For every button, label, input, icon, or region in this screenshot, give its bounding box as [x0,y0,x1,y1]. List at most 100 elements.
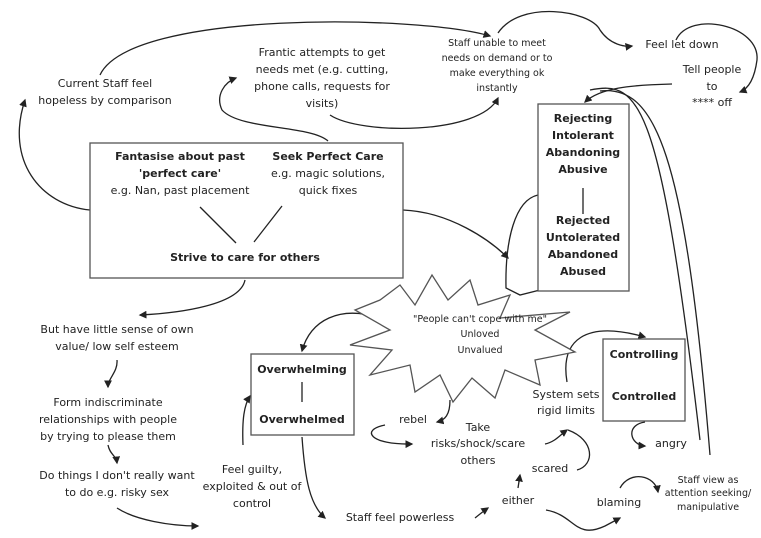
arrow-guilty-to-overwhelming [242,394,251,446]
arrow-blaming-to-staff-view [619,476,661,494]
overwhelming-text: Overwhelming [257,363,347,376]
svg-text:hopeless by comparison: hopeless by comparison [38,94,171,107]
svg-text:quick fixes: quick fixes [299,184,358,197]
svg-text:Tell people: Tell people [682,63,742,76]
svg-text:Form indiscriminate: Form indiscriminate [53,396,162,409]
blaming-text: blaming [597,496,642,509]
take-risks-text: Take risks/shock/scare others [431,421,525,467]
scared-text: scared [532,462,569,475]
perfect-care-box [89,142,404,279]
arrow-let-down-to-tell [675,23,758,94]
svg-text:Take: Take [465,421,491,434]
svg-text:risks/shock/scare: risks/shock/scare [431,437,525,450]
tell-people-text: Tell people to **** off [682,63,742,109]
current-staff-text: Current Staff feel hopeless by compariso… [38,77,171,107]
angry-text: angry [655,437,687,450]
svg-text:Abusive: Abusive [558,163,607,176]
staff-powerless-text: Staff feel powerless [346,511,455,524]
svg-text:others: others [460,454,495,467]
overwhelmed-text: Overwhelmed [259,413,344,426]
svg-text:to: to [706,80,717,93]
arrow-box-to-low-esteem [138,279,246,319]
svg-text:phone calls, requests for: phone calls, requests for [254,80,390,93]
arrow-star-to-rebel [435,399,451,425]
svg-text:manipulative: manipulative [677,502,739,513]
arrow-box-to-current-staff [18,98,91,211]
svg-text:Intolerant: Intolerant [552,129,614,142]
svg-text:attention seeking/: attention seeking/ [665,488,752,499]
fantasise-text: Fantasise about past 'perfect care' e.g.… [111,150,250,197]
arrow-staff-unable-to-let-down [497,10,634,51]
svg-text:Rejecting: Rejecting [554,112,612,125]
svg-text:Abandoning: Abandoning [546,146,620,159]
svg-text:e.g. Nan, past placement: e.g. Nan, past placement [111,184,250,197]
arrow-form-to-do-things [107,444,121,465]
arrow-system-to-controlling [565,330,647,383]
arrow-rebel-to-take-risks [370,424,414,449]
svg-text:'perfect care': 'perfect care' [139,167,221,180]
svg-text:needs on demand or to: needs on demand or to [442,53,553,64]
svg-text:Current Staff feel: Current Staff feel [58,77,152,90]
staff-view-text: Staff view as attention seeking/ manipul… [665,475,752,513]
arrow-current-staff-to-staff-unable [99,21,492,76]
connectors [18,10,758,531]
svg-text:Staff view as: Staff view as [678,475,739,486]
svg-text:Seek Perfect Care: Seek Perfect Care [272,150,383,163]
star-text: "People can't cope with me" Unloved Unva… [413,314,547,356]
rejecting-text: Rejecting Intolerant Abandoning Abusive … [546,112,620,278]
svg-text:relationships with people: relationships with people [39,413,177,426]
feel-guilty-text: Feel guilty, exploited & out of control [203,463,303,510]
arrow-low-esteem-to-form [104,359,118,389]
svg-text:exploited & out of: exploited & out of [203,480,303,493]
arrow-powerless-to-either [474,507,490,519]
staff-unable-text: Staff unable to meet needs on demand or … [442,38,553,94]
arrow-controlled-to-angry [631,421,647,450]
controlled-text: Controlled [612,390,677,403]
low-esteem-text: But have little sense of own value/ low … [40,323,193,353]
svg-text:But have little sense of own: But have little sense of own [40,323,193,336]
svg-text:Frantic attempts to get: Frantic attempts to get [259,46,386,59]
arrow-either-to-scared [515,473,523,489]
arrow-rejected-to-star [505,194,541,296]
controlling-text: Controlling [610,348,679,361]
arrow-take-risks-to-system [544,429,569,445]
arrow-overwhelmed-to-powerless [301,436,326,519]
controlling-box [602,338,686,422]
arrow-do-things-to-guilty [116,507,200,530]
arrow-tell-to-rejecting [584,83,673,103]
svg-text:Staff unable to meet: Staff unable to meet [448,38,546,49]
line-tell-to-staff-view-1 [589,87,701,441]
svg-text:Feel guilty,: Feel guilty, [222,463,282,476]
svg-text:make everything ok: make everything ok [450,68,545,79]
svg-text:rigid limits: rigid limits [537,404,595,417]
svg-text:Abandoned: Abandoned [548,248,618,261]
svg-text:**** off: **** off [692,96,732,109]
svg-text:System sets: System sets [532,388,599,401]
seek-text: Seek Perfect Care e.g. magic solutions, … [271,150,385,197]
svg-text:Rejected: Rejected [556,214,610,227]
starburst [349,273,577,404]
svg-text:to do e.g. risky sex: to do e.g. risky sex [65,486,170,499]
either-text: either [502,494,535,507]
svg-text:Unloved: Unloved [461,329,500,340]
svg-text:Abused: Abused [560,265,606,278]
svg-text:Do things I don't really want: Do things I don't really want [39,469,195,482]
svg-text:by trying to please them: by trying to please them [40,430,176,443]
strive-text: Strive to care for others [170,251,320,264]
arrow-frantic-to-staff-unable [329,96,499,129]
svg-text:Fantasise about past: Fantasise about past [115,150,245,163]
svg-text:visits): visits) [306,97,339,110]
svg-text:control: control [233,497,271,510]
svg-text:Untolerated: Untolerated [546,231,620,244]
svg-text:e.g. magic solutions,: e.g. magic solutions, [271,167,385,180]
line-tell-to-staff-view-2 [599,89,711,456]
svg-text:Unvalued: Unvalued [458,345,503,356]
do-things-text: Do things I don't really want to do e.g.… [39,469,195,499]
arrow-box-to-star [402,209,509,259]
arrow-seek-to-frantic [219,76,329,142]
svg-text:needs met (e.g. cutting,: needs met (e.g. cutting, [256,63,389,76]
svg-text:"People can't cope with me": "People can't cope with me" [413,314,547,325]
form-text: Form indiscriminate relationships with p… [39,396,177,443]
